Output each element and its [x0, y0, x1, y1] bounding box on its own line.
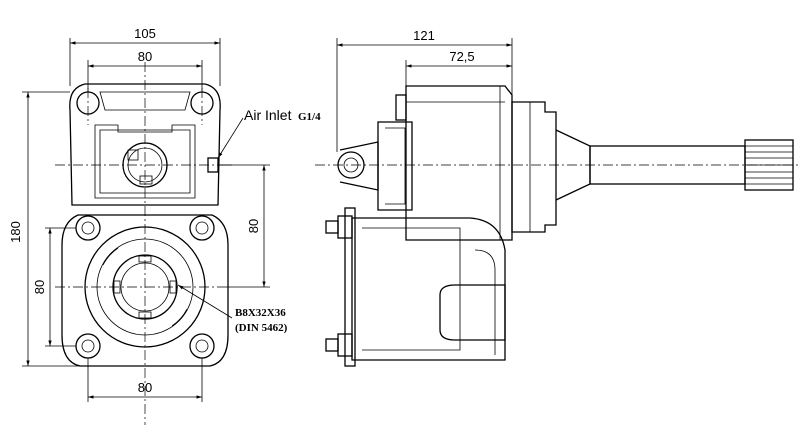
dim-front-top-80: 80 [138, 49, 152, 64]
dim-front-right-80: 80 [246, 219, 261, 233]
spline-label: B8X32X36 [235, 307, 286, 319]
dim-side-121: 121 [413, 28, 435, 43]
dim-front-180: 180 [8, 221, 23, 243]
air-inlet-thread-label: G1/4 [298, 111, 321, 123]
spline-standard-label: (DIN 5462) [235, 322, 288, 334]
front-view: 105 80 180 80 80 80 Air Inlet G1/4 B [8, 26, 321, 425]
dim-front-left-80: 80 [32, 280, 47, 294]
dim-side-72-5: 72,5 [449, 49, 474, 64]
dim-front-105: 105 [134, 26, 156, 41]
side-view: 121 72,5 [315, 28, 800, 367]
dim-front-bottom-80: 80 [138, 380, 152, 395]
air-inlet-label: Air Inlet [244, 107, 292, 123]
